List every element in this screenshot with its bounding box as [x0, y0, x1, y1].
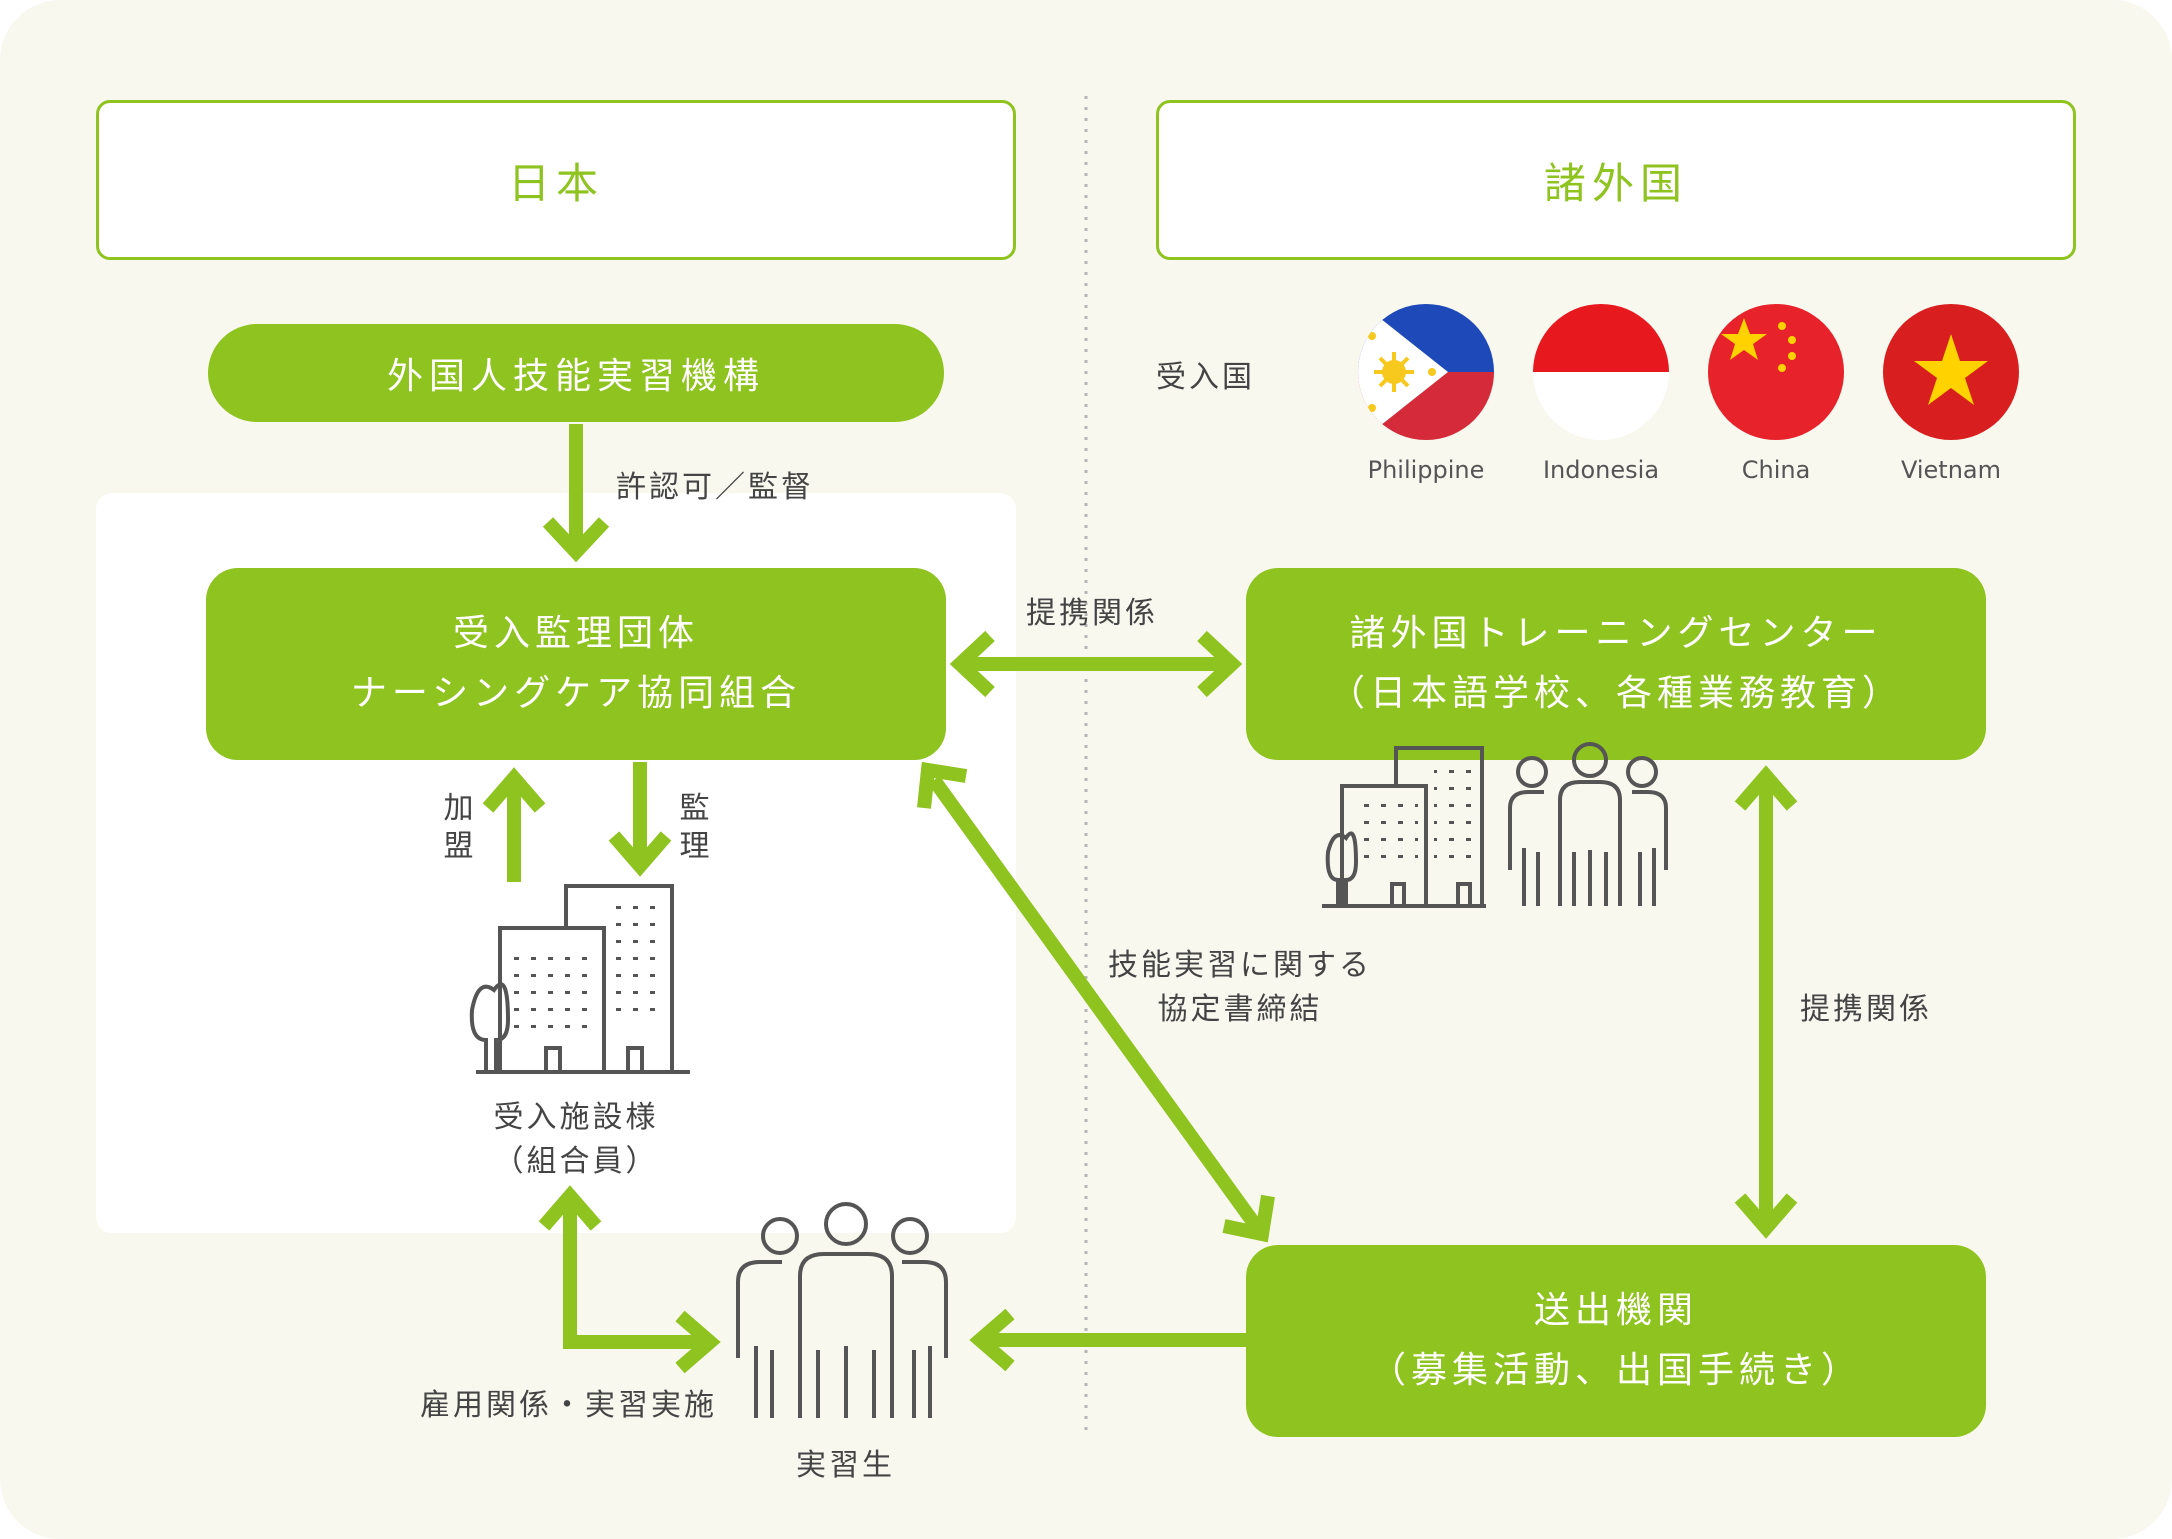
sending-detail: （募集活動、出国手続き）	[1369, 1350, 1862, 1391]
flag-caption-philippine: Philippine	[1367, 456, 1485, 484]
facility-label-line1: 受入施設様	[493, 1100, 659, 1135]
permit-label: 許認可／監督	[616, 470, 814, 505]
training-center-people-icon	[1508, 742, 1668, 906]
indonesia-flag-icon	[1533, 304, 1669, 440]
flag-caption-indonesia: Indonesia	[1542, 456, 1660, 484]
training-title: 諸外国トレーニングセンター	[1349, 613, 1883, 654]
flag-caption-vietnam: Vietnam	[1900, 456, 2002, 484]
otit-box: 外国人技能実習機構	[208, 324, 944, 422]
supervise-label-char-1: 監	[679, 791, 713, 826]
join-label: 加 盟	[442, 790, 478, 866]
partnership-top-label: 提携関係	[1026, 596, 1158, 631]
philippines-flag-icon	[1358, 304, 1494, 440]
training-detail: （日本語学校、各種業務教育）	[1328, 673, 1903, 714]
sending-title: 送出機関	[1533, 1290, 1698, 1331]
training-center-box: 諸外国トレーニングセンター （日本語学校、各種業務教育）	[1246, 568, 1986, 760]
training-center-building-icon	[1322, 746, 1486, 908]
join-label-char-1: 加	[443, 791, 477, 826]
supervising-organization-box: 受入監理団体 ナーシングケア協同組合	[206, 568, 946, 760]
flag-caption-china: China	[1741, 456, 1811, 484]
employment-arrow	[563, 1202, 704, 1349]
foreign-countries-header: 諸外国	[1156, 100, 2076, 260]
agreement-label: 技能実習に関する 協定書締結	[1080, 944, 1400, 1032]
supervise-label: 監 理	[678, 790, 714, 866]
japan-header: 日本	[96, 100, 1016, 260]
agreement-label-line2: 協定書締結	[1157, 992, 1323, 1027]
trainee-label: 実習生	[796, 1448, 895, 1483]
join-label-char-2: 盟	[443, 829, 477, 864]
facility-label-line2: （組合員）	[493, 1144, 659, 1179]
supervising-title: 受入監理団体	[452, 613, 699, 654]
supervise-label-char-2: 理	[679, 829, 713, 864]
agreement-arrow	[928, 775, 1262, 1231]
employment-label: 雇用関係・実習実施	[420, 1388, 717, 1423]
permit-arrowhead	[542, 517, 610, 563]
facility-label: 受入施設様 （組合員）	[436, 1096, 716, 1184]
sending-organization-box: 送出機関 （募集活動、出国手続き）	[1246, 1245, 1986, 1437]
supervising-name: ナーシングケア協同組合	[350, 673, 802, 714]
partnership-right-label: 提携関係	[1800, 992, 1932, 1027]
facility-building-icon	[469, 884, 690, 1074]
vietnam-flag-icon	[1883, 304, 2019, 440]
china-flag-icon	[1708, 304, 1844, 440]
agreement-label-line1: 技能実習に関する	[1108, 948, 1372, 983]
receiving-countries-label: 受入国	[1156, 360, 1255, 395]
trainee-people-icon	[736, 1202, 948, 1418]
